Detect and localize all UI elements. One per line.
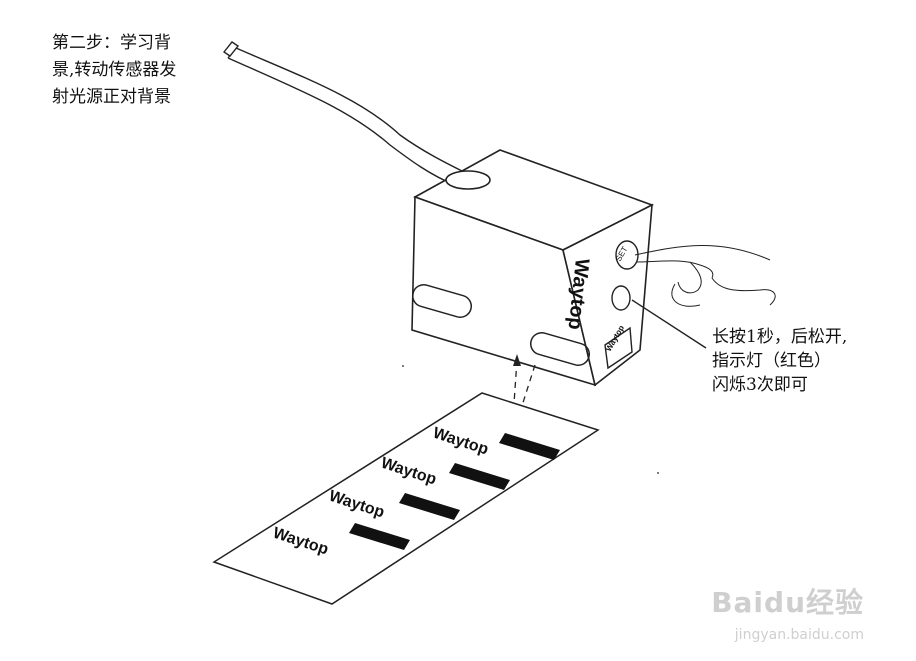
sensor-body — [411, 149, 655, 387]
cable — [222, 41, 471, 186]
control-panel — [604, 240, 639, 370]
tape-mark-2 — [449, 463, 510, 490]
button-callout-text: 长按1秒，后松开, 指示灯（红色） 闪烁3次即可 — [712, 327, 848, 395]
stray-dot — [402, 365, 404, 367]
beam-arrowhead-up — [513, 354, 521, 366]
step-instruction: 第二步：学习背 景,转动传感器发 射光源正对背景 — [52, 33, 177, 107]
label-tape — [212, 392, 600, 605]
watermark-logo: Baidu经验 — [711, 586, 864, 619]
tape-mark-4 — [349, 523, 410, 550]
tape-mark-1 — [499, 433, 560, 460]
hand-icon — [634, 245, 776, 307]
stray-dot — [657, 472, 659, 474]
watermark-url: jingyan.baidu.com — [734, 627, 864, 643]
lens-windows — [411, 284, 591, 366]
tape-mark-3 — [399, 493, 460, 520]
callout-leader — [631, 299, 707, 349]
